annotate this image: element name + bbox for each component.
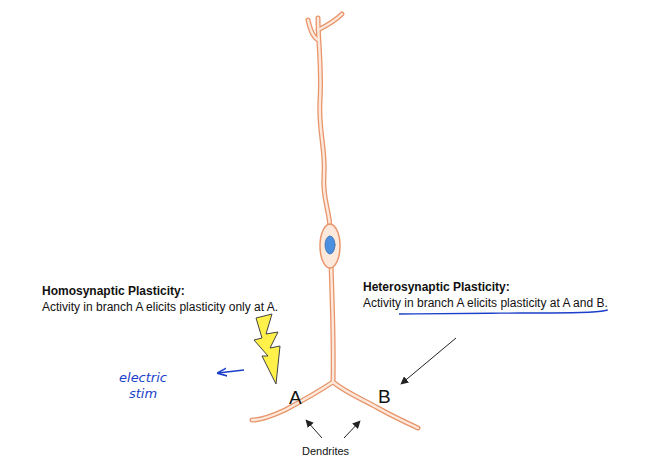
stim-arrow — [218, 370, 244, 373]
handwritten-note: electric stim — [112, 370, 174, 401]
handwritten-underline — [399, 310, 608, 314]
description: Activity in branch A elicits plasticity … — [42, 300, 278, 315]
branch-label: A — [289, 386, 302, 410]
pointer-arrow — [401, 338, 456, 384]
description: Activity in branch A elicits plasticity … — [363, 296, 608, 311]
lightning-bolt — [254, 314, 280, 384]
neuron — [252, 14, 418, 428]
dendrite-arrow — [344, 421, 360, 438]
heading: Heterosynaptic Plasticity: — [363, 280, 510, 295]
dendrite-arrow — [306, 420, 322, 438]
heading: Homosynaptic Plasticity: — [42, 284, 185, 299]
branch-label: B — [378, 385, 391, 409]
part-label: Dendrites — [302, 445, 349, 459]
